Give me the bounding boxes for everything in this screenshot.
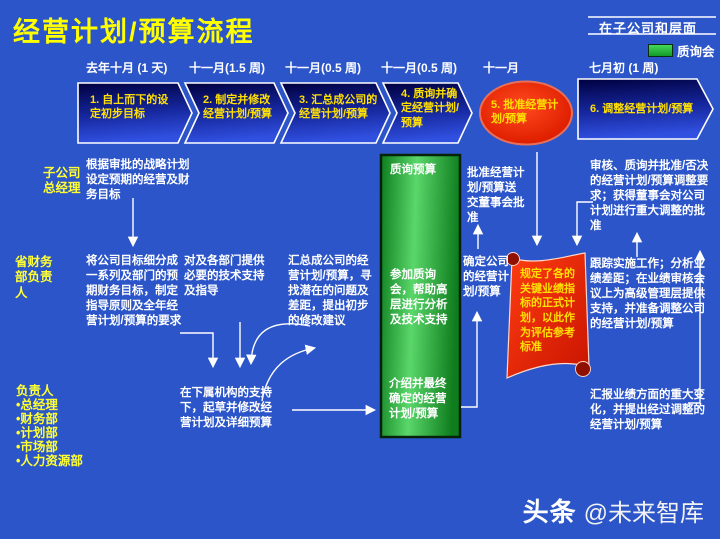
step-5-ellipse	[479, 80, 573, 146]
kpi-scroll-text: 规定了各的关键业绩指标的正式计划，以此作为评估参考标准	[520, 268, 575, 354]
scope-label: 在子公司和层面	[599, 21, 698, 36]
responsible-item: •计划部	[16, 426, 58, 440]
green-panel-top: 质询预算	[390, 164, 436, 176]
note-report-changes: 汇报业绩方面的重大变化，并提出经过调整的经营计划/预算	[590, 389, 705, 431]
note-finance-split: 将公司目标细分成一系列及部门的预期财务目标，制定指导原则及全年经营计划/预算的要…	[86, 255, 182, 327]
timeline-label-5: 十一月	[483, 61, 520, 75]
inquiry-legend-swatch	[648, 44, 673, 57]
green-panel-mid: 参加质询会，帮助高层进行分析及技术支持	[390, 269, 448, 326]
step-3-label: 3. 汇总成公司的经营计划/预算	[299, 94, 378, 121]
review-panel	[379, 153, 462, 439]
responsible-item: •市场部	[16, 440, 58, 454]
note-consolidate: 汇总成公司的经营计划/预算，寻找潜在的问题及差距，提出初步的修改建议	[288, 255, 372, 327]
step-3-chevron	[279, 82, 391, 144]
step-4-chevron	[381, 82, 473, 144]
inquiry-legend-label: 质询会	[677, 45, 715, 59]
responsibles-title: 负责人	[16, 384, 54, 398]
step-6-chevron	[577, 78, 714, 140]
timeline-label-2: 十一月(1.5 周)	[189, 61, 266, 75]
step-6-label: 6. 调整经营计划/预算	[590, 103, 694, 115]
responsible-item: •财务部	[16, 412, 58, 426]
step-4-label: 4. 质询并确定经营计划/预算	[401, 88, 460, 129]
step-2-chevron	[183, 82, 289, 144]
step-1-label: 1. 自上而下的设定初步目标	[90, 94, 169, 121]
note-approve-board: 批准经营计划/预算送交董事会批准	[467, 167, 525, 224]
timeline-label-1: 去年十月 (1 天)	[86, 61, 168, 75]
role-subsidiary-gm: 子公司总经理	[43, 166, 81, 196]
note-review-adjust: 审核、质询并批准/否决的经营计划/预算调整要求；获得董事会对公司计划进行重大调整…	[590, 160, 709, 232]
note-tech-support: 对及各部门提供必要的技术支持及指导	[184, 255, 265, 297]
step-5-label: 5. 批准经营计划/预算	[491, 99, 559, 126]
note-confirm-plan: 确定公司的经营计划/预算	[463, 256, 509, 298]
step-1-chevron	[77, 82, 193, 144]
note-track: 跟踪实施工作；分析业绩差距；在业绩审核会议上为高级管理层提供支持，并准备调整公司…	[590, 258, 705, 330]
kpi-scroll	[506, 252, 591, 379]
responsible-item: •人力资源部	[16, 454, 83, 468]
timeline-label-4: 十一月(0.5 周)	[381, 61, 458, 75]
page-title: 经营计划/预算流程	[13, 17, 255, 47]
watermark: 头条 @未来智库	[523, 492, 704, 529]
timeline-label-3: 十一月(0.5 周)	[285, 61, 362, 75]
step-2-label: 2. 制定并修改经营计划/预算	[203, 94, 273, 121]
responsible-item: •总经理	[16, 398, 58, 412]
flow-arrows	[127, 152, 706, 416]
timeline-label-6: 七月初 (1 周)	[589, 61, 659, 75]
green-panel-bottom: 介绍并最终确定的经营计划/预算	[389, 378, 447, 420]
watermark-brand: 头条	[522, 497, 577, 527]
role-responsibles: 负责人 •总经理 •财务部 •计划部 •市场部 •人力资源部	[16, 384, 106, 468]
note-draft: 在下属机构的支持下，起草并修改经营计划及详细预算	[180, 387, 272, 429]
note-gm-goal: 根据审批的战略计划设定预期的经营及财务目标	[86, 159, 190, 201]
watermark-handle: @未来智库	[583, 500, 704, 527]
role-finance-head: 省财务部负责人	[15, 255, 53, 300]
